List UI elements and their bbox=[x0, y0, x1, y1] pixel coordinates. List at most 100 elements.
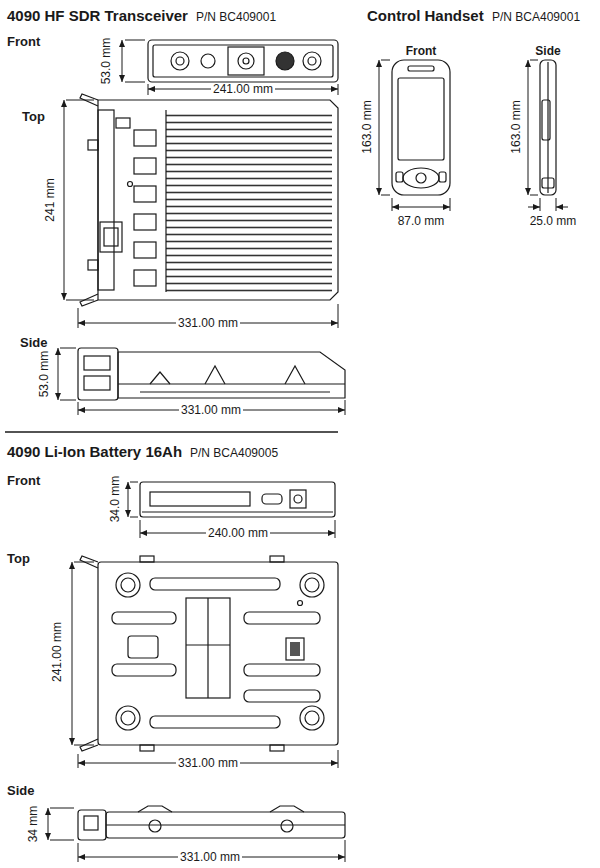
seam bbox=[118, 383, 345, 384]
view-label: Side bbox=[5, 784, 36, 797]
mount-boss bbox=[305, 578, 319, 592]
side-button bbox=[396, 172, 403, 182]
connector bbox=[290, 490, 306, 508]
center-rib bbox=[186, 644, 230, 645]
screw bbox=[298, 601, 303, 606]
mount-boss bbox=[116, 573, 140, 597]
extension-line bbox=[66, 300, 94, 301]
section-heading: 4090 Li-Ion Battery 16Ah bbox=[5, 444, 184, 459]
part-number: P/N BCA409001 bbox=[490, 11, 582, 23]
connector bbox=[176, 57, 184, 65]
dimension-lines bbox=[122, 40, 338, 95]
connector bbox=[542, 178, 554, 188]
rib-slot bbox=[150, 578, 280, 590]
handset-side-view bbox=[540, 60, 556, 195]
dimension-lines bbox=[379, 60, 568, 211]
extension-line bbox=[530, 195, 538, 196]
extension-line bbox=[130, 517, 138, 518]
mount-boss bbox=[300, 573, 324, 597]
dimension-line bbox=[528, 207, 540, 208]
extension-line bbox=[78, 402, 79, 415]
dimension-text: 241 mm bbox=[44, 176, 56, 223]
extension-line bbox=[381, 195, 390, 196]
connector-panel bbox=[228, 47, 264, 75]
screen bbox=[398, 78, 444, 160]
dimension-lines bbox=[64, 100, 338, 328]
dimension-text: 25.0 mm bbox=[528, 215, 579, 227]
dimension-line bbox=[48, 808, 49, 840]
latch bbox=[270, 556, 284, 562]
dimension-text: 163.0 mm bbox=[510, 98, 522, 155]
transceiver-side-view bbox=[78, 348, 345, 400]
side-strip bbox=[98, 110, 114, 290]
connector bbox=[201, 54, 215, 68]
extension-line bbox=[345, 840, 346, 862]
housing-outline bbox=[98, 100, 338, 300]
dimension-text: 331.00 mm bbox=[176, 757, 240, 769]
connector bbox=[308, 57, 316, 65]
latch bbox=[270, 745, 284, 751]
view-label: Side bbox=[533, 45, 562, 57]
clamp bbox=[281, 820, 293, 832]
clamp bbox=[149, 820, 161, 832]
fin-edge bbox=[165, 110, 166, 292]
rib-slot bbox=[112, 664, 176, 676]
connector bbox=[243, 58, 249, 64]
dimension-line bbox=[128, 482, 129, 517]
battery-top-view bbox=[80, 556, 338, 751]
foot bbox=[205, 366, 225, 384]
housing-outline bbox=[118, 352, 345, 398]
seam bbox=[106, 824, 345, 825]
rib-slot bbox=[112, 612, 176, 624]
battery-front-view bbox=[140, 482, 335, 517]
db-connector bbox=[104, 228, 118, 246]
battery-side-view bbox=[78, 806, 345, 840]
dimension-text: 331.00 mm bbox=[176, 317, 240, 329]
view-label: Front bbox=[5, 474, 42, 487]
connector-square bbox=[84, 816, 98, 830]
transceiver-front-view bbox=[148, 40, 338, 82]
view-label: Top bbox=[20, 110, 47, 123]
extension-line bbox=[392, 198, 393, 211]
separator-line bbox=[5, 431, 338, 433]
dimension-lines bbox=[48, 808, 345, 862]
front-panel bbox=[153, 45, 333, 77]
dimension-line bbox=[122, 40, 123, 82]
connector-square bbox=[134, 214, 156, 230]
label-plate bbox=[128, 636, 158, 658]
connector-grid bbox=[286, 638, 304, 660]
dimension-line bbox=[379, 60, 380, 195]
mount-boss bbox=[121, 578, 135, 592]
rib-slot bbox=[150, 716, 280, 728]
connector bbox=[276, 52, 294, 70]
extension-line bbox=[78, 843, 79, 862]
foot bbox=[285, 366, 305, 384]
screw bbox=[128, 182, 133, 187]
center-rib bbox=[207, 598, 208, 698]
dimension-text: 241.00 mm bbox=[51, 620, 63, 684]
view-label: Top bbox=[5, 552, 32, 565]
dimension-lines bbox=[58, 348, 345, 415]
connector bbox=[303, 52, 321, 70]
rib-slot bbox=[244, 690, 320, 702]
dimension-text: 34 mm bbox=[27, 804, 39, 845]
seam bbox=[547, 62, 548, 193]
extension-line bbox=[540, 198, 541, 211]
latch bbox=[140, 745, 154, 751]
extension-line bbox=[50, 808, 74, 809]
extension-line bbox=[78, 754, 79, 768]
dimension-text: 163.0 mm bbox=[361, 98, 373, 155]
dimension-lines bbox=[72, 562, 338, 768]
center-plate bbox=[186, 598, 230, 698]
handset-outline bbox=[540, 60, 556, 195]
keypad-button bbox=[416, 173, 426, 183]
clamp bbox=[270, 806, 304, 812]
dimension-line bbox=[556, 207, 568, 208]
speaker-slot bbox=[408, 66, 434, 71]
extension-line bbox=[74, 562, 94, 563]
connector-square bbox=[134, 186, 156, 202]
connector bbox=[171, 52, 189, 70]
label-slot bbox=[150, 492, 250, 506]
db-connector bbox=[100, 222, 122, 252]
extension-line bbox=[338, 304, 339, 328]
